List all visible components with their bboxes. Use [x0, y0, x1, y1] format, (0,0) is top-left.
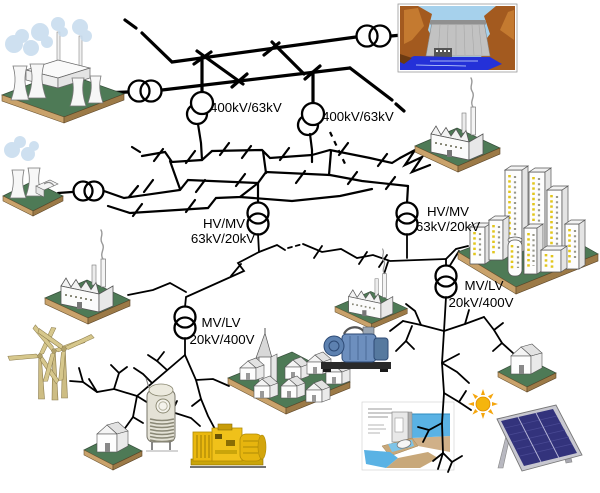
city-buildings-illustration [457, 165, 599, 295]
step-up-transformer-dam [355, 24, 392, 48]
label-mvlv-left-title: MV/LV [202, 315, 241, 330]
transformer-400kv-63kv-right [296, 101, 326, 137]
label-hvmv-left-title: HV/MV [203, 216, 245, 231]
micro-hydro-plant-illustration [361, 401, 455, 471]
label-hvmv-left-ratio: 63kV/20kV [191, 231, 255, 246]
gas-generator-set-illustration [321, 326, 391, 372]
step-up-transformer-thermal [72, 180, 105, 202]
sun-icon [468, 389, 498, 419]
transformer-mv-lv-right [434, 264, 458, 299]
label-hvmv-right-title: HV/MV [427, 204, 469, 219]
transformer-mv-lv-left [173, 305, 197, 340]
transformer-hv-mv-left [246, 201, 270, 236]
label-mvlv-left-ratio: 20kV/400V [189, 332, 254, 347]
transformer-400kv-63kv-left [185, 90, 215, 126]
domestic-chp-boiler-illustration [145, 377, 178, 452]
steam-clouds [5, 17, 92, 56]
wind-turbines-illustration [7, 324, 95, 401]
label-400kv-63kv-left: 400kV/63kV [210, 100, 282, 115]
nuclear-power-plant-illustration [0, 17, 126, 124]
label-mvlv-right-title: MV/LV [465, 278, 504, 293]
voltage-labels: 400kV/63kV 400kV/63kV HV/MV 63kV/20kV HV… [189, 100, 513, 347]
transformer-hv-mv-right [395, 201, 419, 236]
hydroelectric-dam-illustration [397, 3, 518, 73]
transmission-grid-400kv [98, 18, 406, 113]
step-up-transformer-nuclear [127, 79, 163, 103]
label-mvlv-right-ratio: 20kV/400V [448, 295, 513, 310]
small-house-right-illustration [497, 343, 557, 393]
lv-network-right [389, 296, 514, 473]
diesel-generator-set-illustration [190, 423, 267, 468]
distribution-20kv [127, 233, 469, 308]
small-house-left-illustration [83, 421, 143, 471]
label-hvmv-right-ratio: 63kV/20kV [416, 219, 480, 234]
factory-63kv-illustration [414, 77, 501, 173]
solar-panel-illustration [496, 404, 583, 472]
subtransmission-grid-63kv [56, 122, 432, 218]
cooling-towers [10, 63, 104, 107]
factory-20kv-illustration [44, 229, 131, 325]
thermal-power-plant-illustration [2, 136, 64, 217]
label-400kv-63kv-right: 400kV/63kV [322, 109, 394, 124]
